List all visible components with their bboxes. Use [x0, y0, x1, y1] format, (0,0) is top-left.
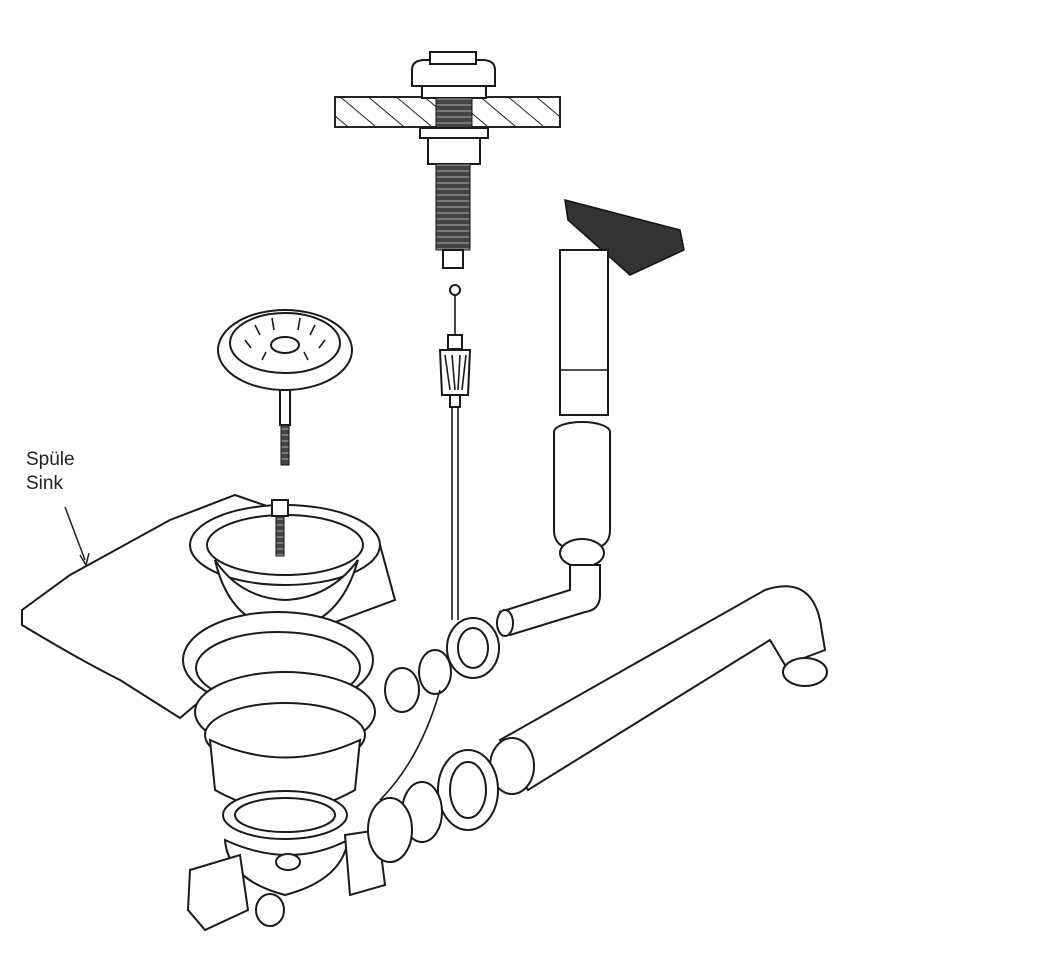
- bowden-cable: [438, 284, 472, 620]
- strainer-basket: [217, 309, 353, 466]
- label-english: Sink: [26, 473, 63, 494]
- strainer-body: [182, 499, 387, 932]
- label-arrow-icon: [64, 506, 90, 567]
- overflow-assembly: [496, 198, 685, 637]
- pop-up-knob: [411, 51, 496, 269]
- label-german: Spüle: [26, 449, 75, 470]
- overflow-connector-parts: [379, 617, 500, 801]
- drain-pipe: [367, 585, 828, 863]
